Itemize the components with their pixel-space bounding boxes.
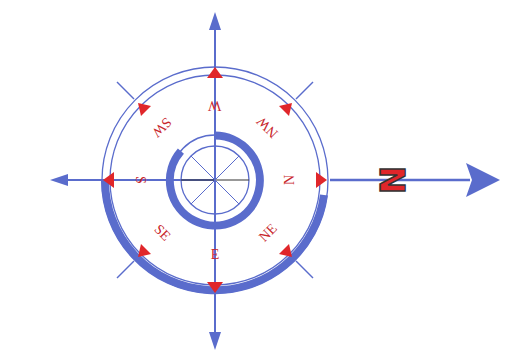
- north-marker: N: [375, 166, 409, 194]
- direction-label: E: [211, 248, 220, 262]
- direction-label: N: [283, 175, 297, 185]
- direction-label: SW: [150, 115, 175, 140]
- direction-label: NE: [256, 221, 279, 244]
- direction-label: S: [133, 176, 147, 184]
- direction-label: NW: [255, 114, 281, 140]
- direction-label: W: [208, 98, 221, 112]
- direction-label: SE: [151, 222, 172, 243]
